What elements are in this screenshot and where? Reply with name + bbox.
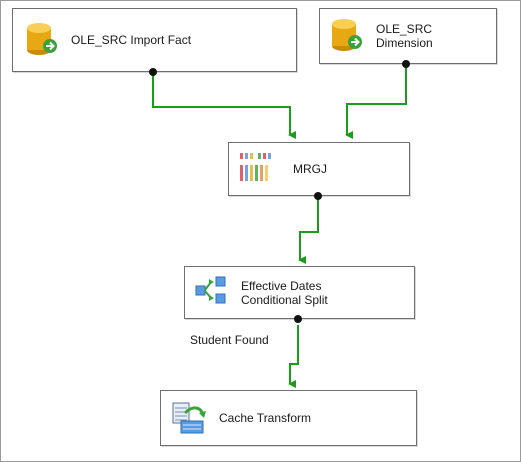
- output-connector[interactable]: [402, 60, 410, 68]
- node-label-line1: OLE_SRC: [376, 22, 433, 36]
- node-label: Cache Transform: [219, 411, 312, 425]
- path-label-student-found: Student Found: [190, 333, 269, 347]
- path-dimension-to-mrgj[interactable]: [345, 66, 407, 139]
- database-source-icon: [330, 16, 364, 57]
- database-source-icon: [25, 20, 59, 61]
- node-label-line2: Dimension: [376, 36, 433, 50]
- conditional-split-node[interactable]: Effective Dates Conditional Split: [184, 266, 415, 319]
- output-connector[interactable]: [149, 68, 157, 76]
- merge-join-icon: [239, 151, 273, 188]
- node-label-line1: Effective Dates: [241, 278, 322, 293]
- conditional-split-icon: [195, 274, 229, 311]
- node-label-line2: Conditional Split: [241, 292, 328, 307]
- node-label: MRGJ: [293, 162, 327, 176]
- source-dimension-node[interactable]: OLE_SRC Dimension: [319, 8, 497, 64]
- output-connector[interactable]: [294, 315, 302, 323]
- path-mrgj-to-split[interactable]: [298, 198, 319, 264]
- path-split-to-cache[interactable]: [288, 325, 299, 388]
- merge-join-node[interactable]: MRGJ: [228, 142, 410, 196]
- source-import-fact-node[interactable]: OLE_SRC Import Fact: [12, 8, 297, 72]
- node-label: OLE_SRC Import Fact: [71, 33, 192, 47]
- output-connector[interactable]: [314, 192, 322, 200]
- cache-transform-node[interactable]: Cache Transform: [160, 390, 417, 446]
- cache-transform-icon: [171, 399, 207, 438]
- path-import-fact-to-mrgj[interactable]: [152, 74, 296, 139]
